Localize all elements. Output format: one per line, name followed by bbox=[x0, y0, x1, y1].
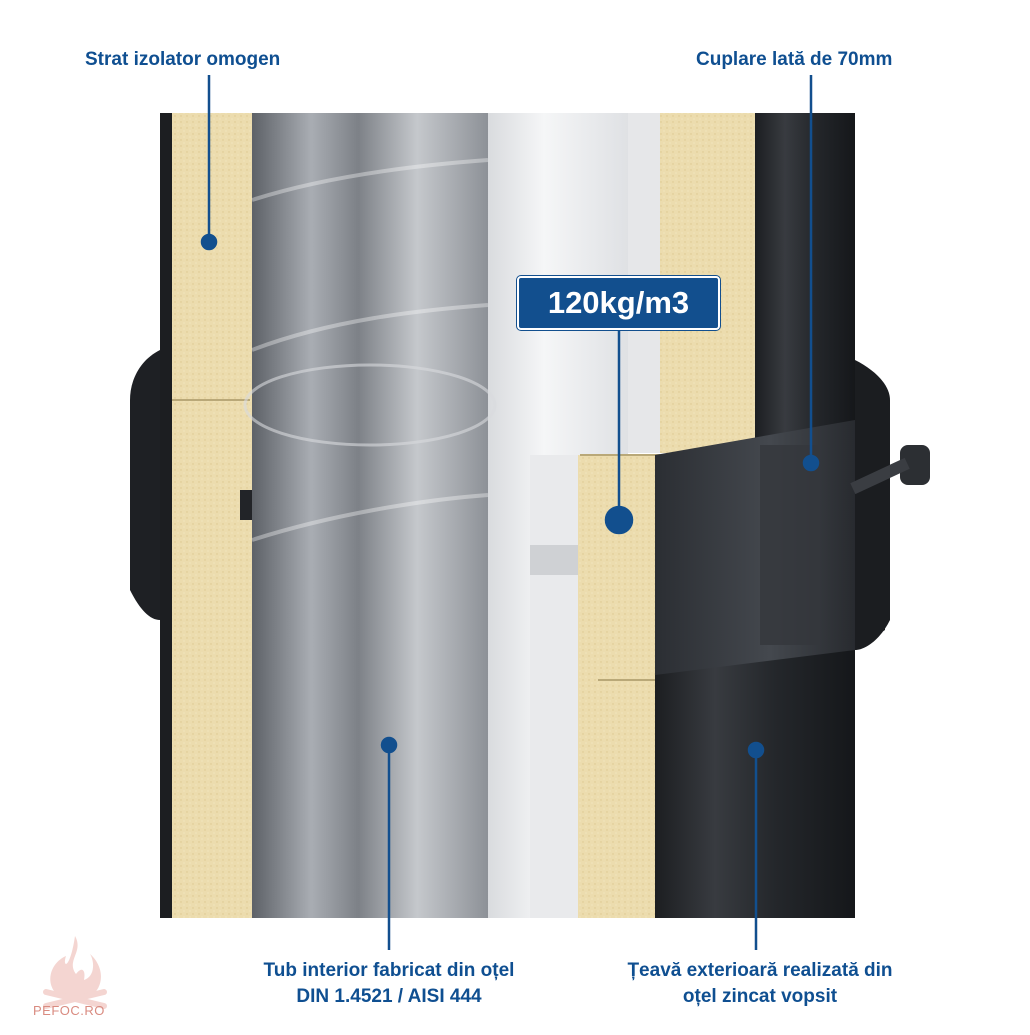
clamp-screw-icon bbox=[900, 445, 930, 485]
label-inner-tube-line1: Tub interior fabricat din oțel bbox=[263, 960, 515, 981]
label-insulation-layer: Strat izolator omogen bbox=[85, 49, 281, 70]
outer-pipe-upper bbox=[755, 113, 855, 453]
label-outer-pipe: Țeavă exterioară realizată din oțel zinc… bbox=[590, 958, 930, 1010]
inner-tube bbox=[252, 113, 488, 918]
flame-logo-icon bbox=[43, 936, 107, 1009]
label-outer-pipe-line1: Țeavă exterioară realizată din bbox=[627, 960, 893, 981]
label-coupling-width: Cuplare lată de 70mm bbox=[696, 49, 893, 70]
outer-wall-left bbox=[160, 113, 172, 918]
density-badge: 120kg/m3 bbox=[517, 276, 720, 330]
label-inner-tube-line2: DIN 1.4521 / AISI 444 bbox=[296, 986, 482, 1007]
label-outer-pipe-line2: oțel zincat vopsit bbox=[682, 986, 838, 1007]
watermark-text: PEFOC.RO bbox=[33, 1003, 105, 1018]
coupling-band-left bbox=[130, 350, 160, 620]
label-inner-tube: Tub interior fabricat din oțel DIN 1.452… bbox=[224, 958, 554, 1010]
